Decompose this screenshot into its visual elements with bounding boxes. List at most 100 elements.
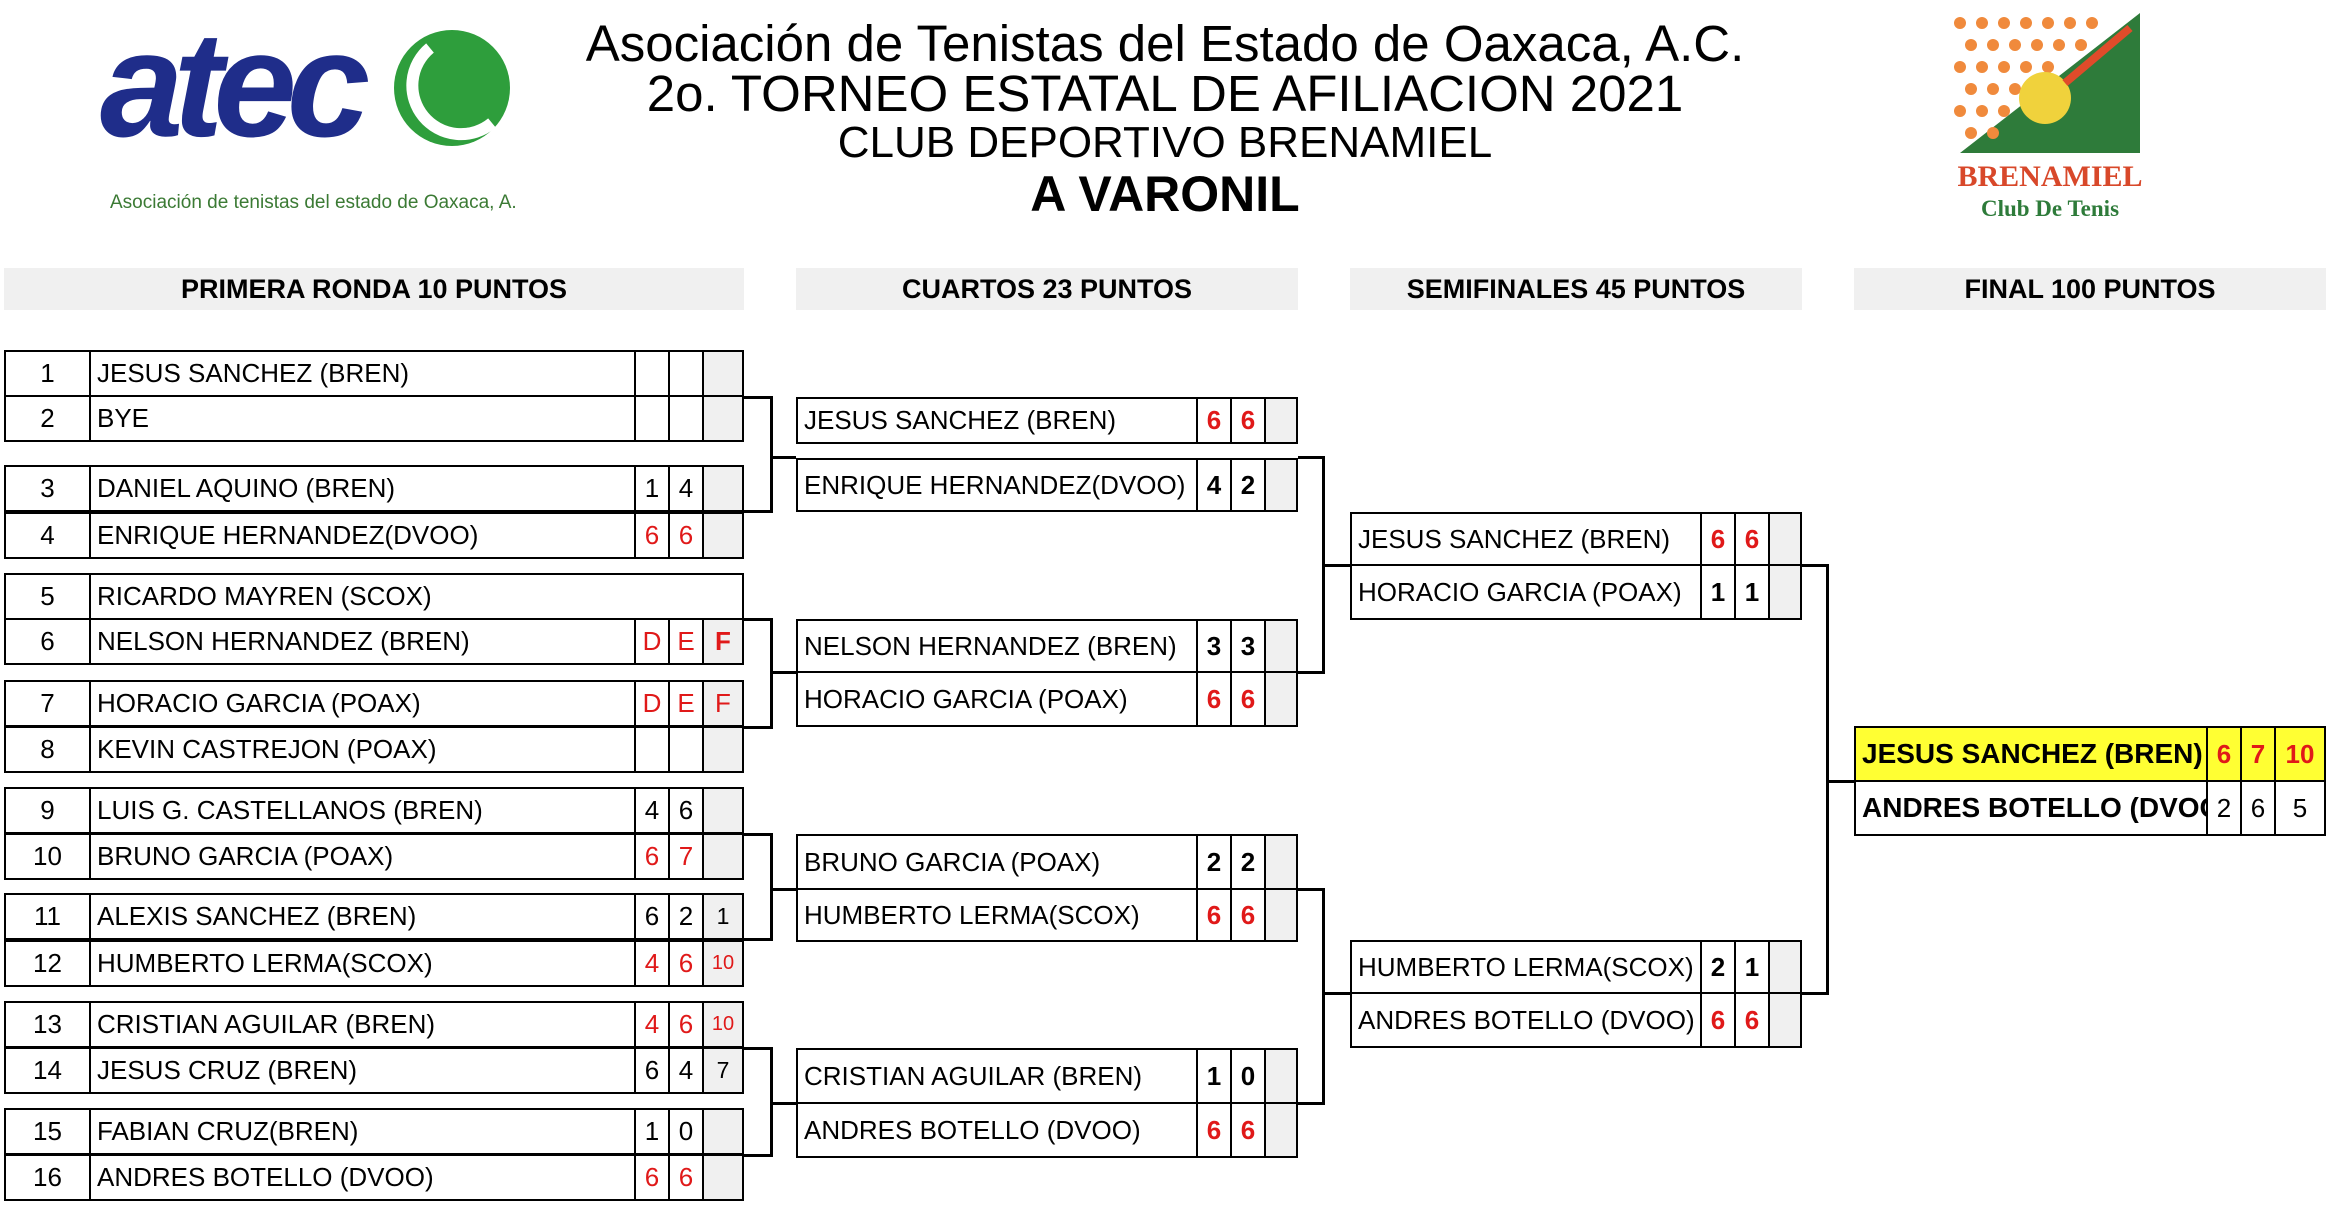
set-score: 6 [1230, 888, 1266, 942]
set-score: 6 [1196, 397, 1232, 444]
player-name: CRISTIAN AGUILAR (BREN) [89, 1001, 636, 1048]
set-score: 7 [2240, 726, 2276, 782]
tiebreak-score: 1 [702, 893, 744, 940]
player-name: NELSON HERNANDEZ (BREN) [796, 619, 1198, 673]
tiebreak-score [1264, 1048, 1298, 1104]
set-score: D [634, 618, 670, 665]
set-score: D [634, 680, 670, 727]
player-name: ALEXIS SANCHEZ (BREN) [89, 893, 636, 940]
player-name: ENRIQUE HERNANDEZ(DVOO) [796, 458, 1198, 512]
set-score: 6 [2206, 726, 2242, 782]
runner-up-name: ANDRES BOTELLO (DVOO [1854, 780, 2208, 836]
player-name: ANDRES BOTELLO (DVOO) [796, 1102, 1198, 1158]
set-score: 6 [1196, 888, 1232, 942]
player-name: FABIAN CRUZ(BREN) [89, 1108, 636, 1155]
set-score [634, 350, 670, 397]
player-name: RICARDO MAYREN (SCOX) [89, 573, 744, 620]
tiebreak-score: 5 [2274, 780, 2326, 836]
seed-number: 1 [4, 350, 91, 397]
category-title: A VARONIL [1030, 166, 1300, 222]
seed-number: 13 [4, 1001, 91, 1048]
brenamiel-logo-sub: Club De Tenis [1981, 196, 2119, 221]
atec-logo-subtitle: Asociación de tenistas del estado de Oax… [110, 192, 520, 213]
seed-number: 12 [4, 940, 91, 987]
player-name: HUMBERTO LERMA(SCOX) [89, 940, 636, 987]
tiebreak-score [702, 350, 744, 397]
tiebreak-score [1768, 512, 1802, 566]
association-title: Asociación de Tenistas del Estado de Oax… [585, 15, 1745, 72]
set-score [668, 395, 704, 442]
player-name: HUMBERTO LERMA(SCOX) [796, 888, 1198, 942]
set-score: 7 [668, 833, 704, 880]
tiebreak-score: 7 [702, 1047, 744, 1094]
round-header-quarters: CUARTOS 23 PUNTOS [796, 268, 1298, 310]
set-score: 6 [668, 512, 704, 559]
tiebreak-score [1768, 564, 1802, 620]
tiebreak-score [1264, 397, 1298, 444]
seed-number: 2 [4, 395, 91, 442]
set-score [634, 395, 670, 442]
seed-number: 9 [4, 787, 91, 834]
seed-number: 5 [4, 573, 91, 620]
tiebreak-score [1768, 992, 1802, 1048]
set-score: 0 [1230, 1048, 1266, 1104]
set-score: 0 [668, 1108, 704, 1155]
set-score: 4 [1196, 458, 1232, 512]
tiebreak-score [1264, 834, 1298, 890]
tiebreak-score: 10 [702, 940, 744, 987]
tiebreak-score [702, 787, 744, 834]
seed-number: 14 [4, 1047, 91, 1094]
tournament-title: 2o. TORNEO ESTATAL DE AFILIACION 2021 [646, 65, 1684, 122]
tiebreak-score [702, 512, 744, 559]
set-score [668, 350, 704, 397]
player-name: JESUS SANCHEZ (BREN) [89, 350, 636, 397]
seed-number: 11 [4, 893, 91, 940]
set-score: 2 [668, 893, 704, 940]
player-name: BYE [89, 395, 636, 442]
set-score: 1 [1734, 940, 1770, 994]
set-score: 4 [634, 787, 670, 834]
round-header-first: PRIMERA RONDA 10 PUNTOS [4, 268, 744, 310]
atec-logo-text: atec [100, 8, 369, 168]
set-score: 4 [668, 1047, 704, 1094]
set-score: 1 [634, 1108, 670, 1155]
player-name: NELSON HERNANDEZ (BREN) [89, 618, 636, 665]
seed-number: 6 [4, 618, 91, 665]
set-score: 1 [1700, 564, 1736, 620]
player-name: ANDRES BOTELLO (DVOO) [1350, 992, 1702, 1048]
set-score: 6 [1230, 671, 1266, 727]
set-score: 2 [1230, 458, 1266, 512]
set-score: 6 [634, 893, 670, 940]
seed-number: 8 [4, 726, 91, 773]
set-score: 6 [1700, 992, 1736, 1048]
player-name: HUMBERTO LERMA(SCOX) [1350, 940, 1702, 994]
set-score: 6 [1196, 1102, 1232, 1158]
set-score: 3 [1230, 619, 1266, 673]
set-score [634, 726, 670, 773]
tiebreak-score [702, 1154, 744, 1201]
set-score: 6 [668, 1001, 704, 1048]
player-name: CRISTIAN AGUILAR (BREN) [796, 1048, 1198, 1104]
set-score: 2 [1230, 834, 1266, 890]
champion-name: JESUS SANCHEZ (BREN) [1854, 726, 2208, 782]
tiebreak-score [702, 833, 744, 880]
tiebreak-score [1264, 888, 1298, 942]
set-score: 6 [634, 1047, 670, 1094]
tiebreak-score [1264, 619, 1298, 673]
set-score: 6 [634, 1154, 670, 1201]
player-name: BRUNO GARCIA (POAX) [796, 834, 1198, 890]
player-name: JESUS SANCHEZ (BREN) [796, 397, 1198, 444]
set-score: 3 [1196, 619, 1232, 673]
set-score: 1 [1196, 1048, 1232, 1104]
tiebreak-score [702, 726, 744, 773]
set-score: 6 [1230, 1102, 1266, 1158]
set-score: E [668, 618, 704, 665]
set-score: 6 [1734, 992, 1770, 1048]
set-score: 4 [668, 465, 704, 512]
round-header-semis: SEMIFINALES 45 PUNTOS [1350, 268, 1802, 310]
set-score: 6 [634, 512, 670, 559]
seed-number: 4 [4, 512, 91, 559]
tiebreak-score [702, 465, 744, 512]
set-score: 6 [668, 787, 704, 834]
set-score: 6 [2240, 780, 2276, 836]
